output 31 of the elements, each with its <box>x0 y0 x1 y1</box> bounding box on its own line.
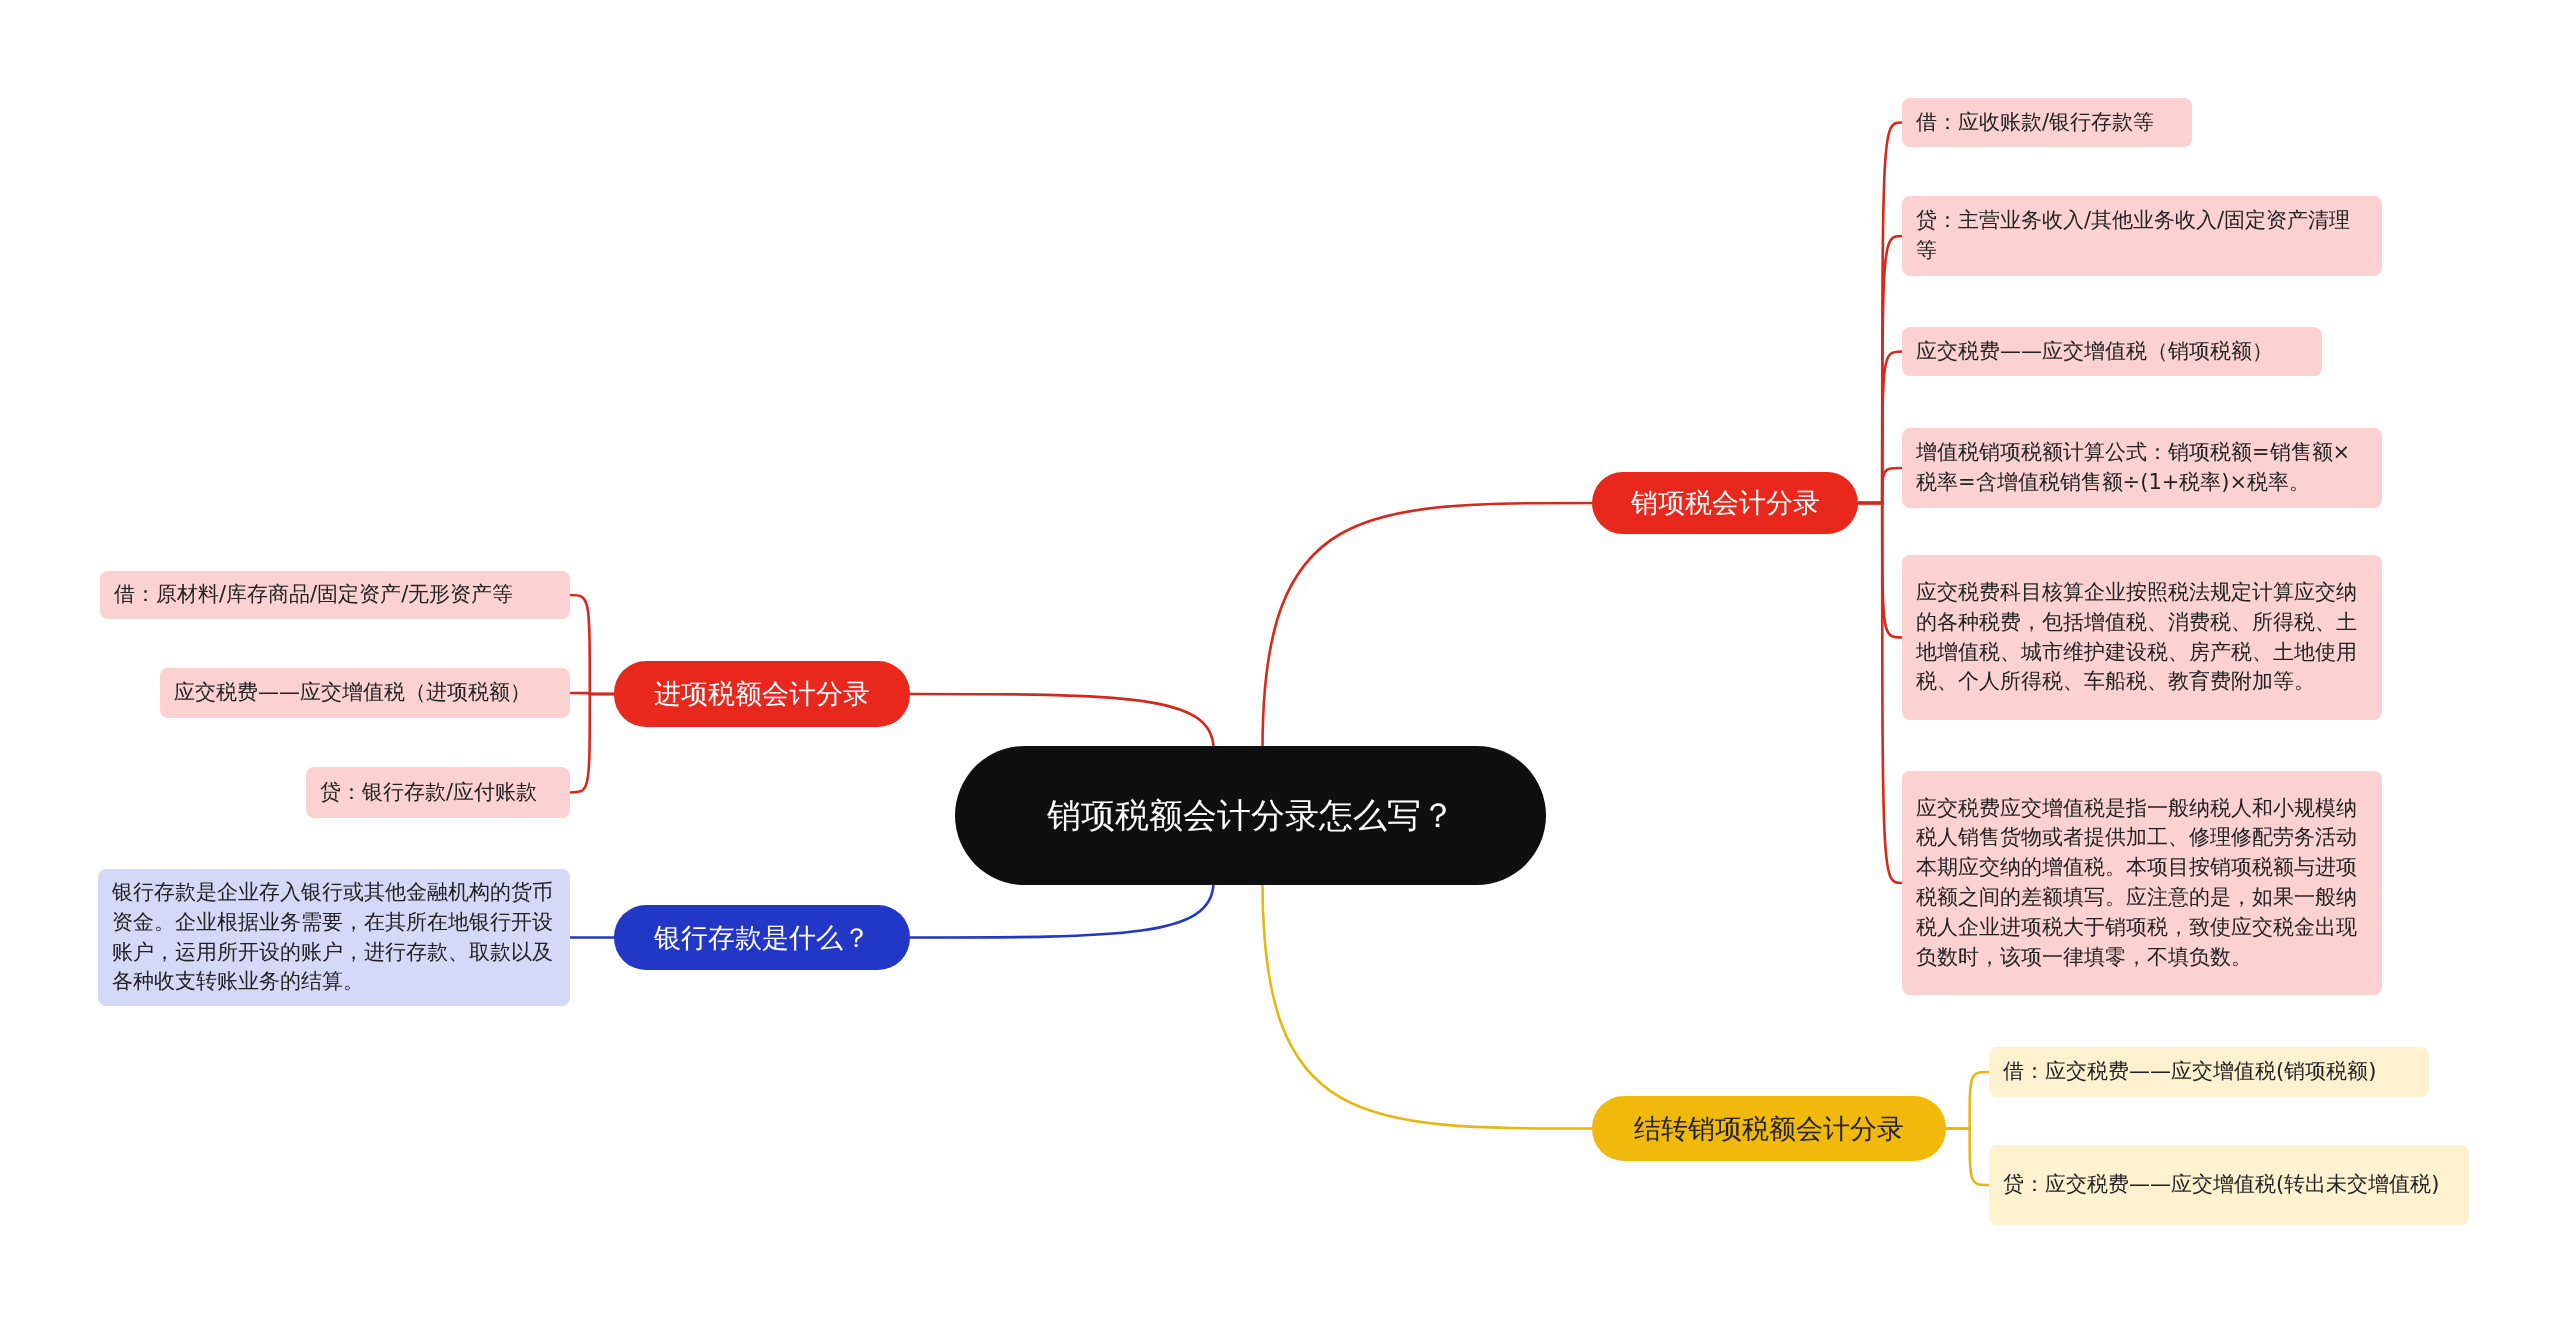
subtopic-box <box>1902 98 2192 147</box>
topic-text: 销项税额会计分录怎么写？ <box>1046 794 1455 837</box>
subtopic-text: 增值税销项税额计算公式：销项税额=销售额×税率=含增值税销售额÷(1+税率)×税率。 <box>1916 439 2352 496</box>
connector-line <box>1858 501 1903 885</box>
subtopic-text: 应交税费科目核算企业按照税法规定计算应交纳的各种税费，包括增值税、消费税、所得税、土地增值税、城市维护建设税、房产税、土地使用税、个人所得税、车船税、教育费附加等。 <box>1916 578 2358 696</box>
subtopic-text: 贷：主营业务收入/其他业务收入/固定资产清理等 <box>1916 207 2352 264</box>
subtopic-box <box>1902 327 2322 376</box>
subtopic-text: 借：应收账款/银行存款等 <box>1916 108 2155 136</box>
subtopic-box <box>1989 1047 2429 1097</box>
subtopic-text: 贷：银行存款/应付账款 <box>320 778 538 806</box>
subtopic-box <box>160 668 570 718</box>
subtopic-box <box>1902 555 2382 720</box>
subtopic-box <box>306 767 570 818</box>
subtopic-text: 银行存款是企业存入银行或其他金融机构的货币资金。企业根据业务需要，在其所在地银行开设账户，运用所开设的账户，进行存款、取款以及各种收支转账业务的结算。 <box>112 878 554 996</box>
subtopic-text: 应交税费——应交增值税（销项税额） <box>1916 337 2273 365</box>
subtopic-box <box>1902 196 2382 276</box>
subtopic-box <box>1902 771 2382 995</box>
topic-text: 销项税会计分录 <box>1630 486 1820 520</box>
subtopic-text: 应交税费应交增值税是指一般纳税人和小规模纳税人销售货物或者提供加工、修理修配劳务活动本期应交纳的增值税。本项目按销项税额与进项税额之间的差额填写。应注意的是，如果一般纳税人企业进项税大于销项税，致使应交税金出现负数时，该项一律填零，不填负数。 <box>1916 794 2358 971</box>
subtopic-box <box>100 571 570 619</box>
subtopic-text: 应交税费——应交增值税（进项税额） <box>174 679 531 707</box>
subtopic-box <box>98 869 570 1006</box>
subtopic-text: 借：原材料/库存商品/固定资产/无形资产等 <box>114 581 514 609</box>
topic-text: 银行存款是什么？ <box>654 920 870 955</box>
subtopic-text: 借：应交税费——应交增值税(销项税额) <box>2003 1058 2377 1086</box>
subtopic-box <box>1902 428 2382 508</box>
topic-text: 结转销项税额会计分录 <box>1634 1111 1904 1146</box>
connector-line <box>570 936 614 939</box>
subtopic-box <box>1989 1145 2469 1225</box>
subtopic-text: 贷：应交税费——应交增值税(转出未交增值税) <box>2003 1171 2440 1199</box>
topic-text: 进项税额会计分录 <box>654 677 870 711</box>
